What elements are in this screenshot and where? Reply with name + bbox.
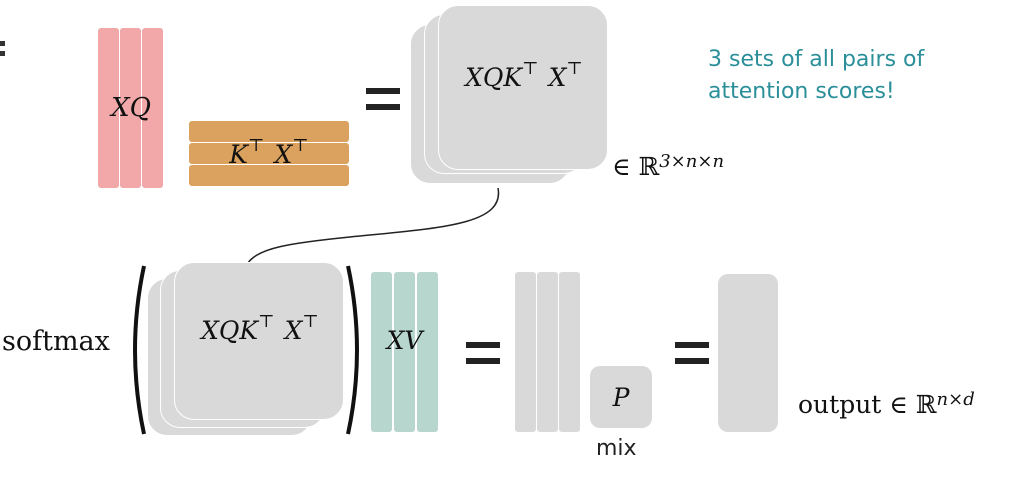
inner-label-x: X <box>284 315 303 345</box>
score-transpose-2: ⊤ <box>566 59 583 80</box>
edge-punctuation <box>0 38 6 58</box>
inner-transpose-2: ⊤ <box>302 312 319 333</box>
score-transpose-1: ⊤ <box>522 59 539 80</box>
dims-prefix: ∈ ℝ <box>612 152 660 181</box>
xv-label: XV <box>386 325 423 355</box>
score-card-front: XQK⊤ X⊤ <box>438 5 608 170</box>
softmax-label: softmax <box>2 326 110 357</box>
score-label-xqk: XQK <box>465 62 523 92</box>
score-label-x: X <box>548 62 567 92</box>
equals-sign-top <box>366 88 400 110</box>
xv-matrix: XV <box>371 272 438 432</box>
left-paren <box>133 265 146 435</box>
equals-sign-bottom-2 <box>675 342 709 364</box>
mix-label: mix <box>596 436 637 461</box>
xq-matrix: XQ <box>98 28 164 188</box>
inner-card-front: XQK⊤ X⊤ <box>174 262 344 420</box>
kt-xt-matrix: K⊤ X⊤ <box>189 121 349 187</box>
output-label: output ∈ ℝn×d <box>798 388 975 419</box>
dims-superscript: 3×n×n <box>659 150 725 172</box>
p-matrix: P <box>590 366 652 428</box>
score-dims: ∈ ℝ3×n×n <box>612 150 725 181</box>
equals-sign-bottom-1 <box>466 342 500 364</box>
kt-label: K <box>229 139 248 169</box>
attention-annotation: 3 sets of all pairs of attention scores! <box>708 44 924 108</box>
p-label: P <box>612 382 630 412</box>
inner-label-xqk: XQK <box>201 315 259 345</box>
head-outputs <box>515 272 581 432</box>
annotation-line-1: 3 sets of all pairs of <box>708 47 925 72</box>
output-matrix <box>718 274 778 432</box>
right-paren <box>346 265 359 435</box>
output-superscript: n×d <box>936 388 975 410</box>
annotation-line-2: attention scores! <box>708 79 895 104</box>
xt-transpose: ⊤ <box>292 136 309 157</box>
xq-label: XQ <box>111 93 151 123</box>
kt-transpose: ⊤ <box>247 136 265 157</box>
xt-label: X <box>274 139 293 169</box>
inner-transpose-1: ⊤ <box>258 312 275 333</box>
output-prefix: output ∈ ℝ <box>798 390 937 419</box>
